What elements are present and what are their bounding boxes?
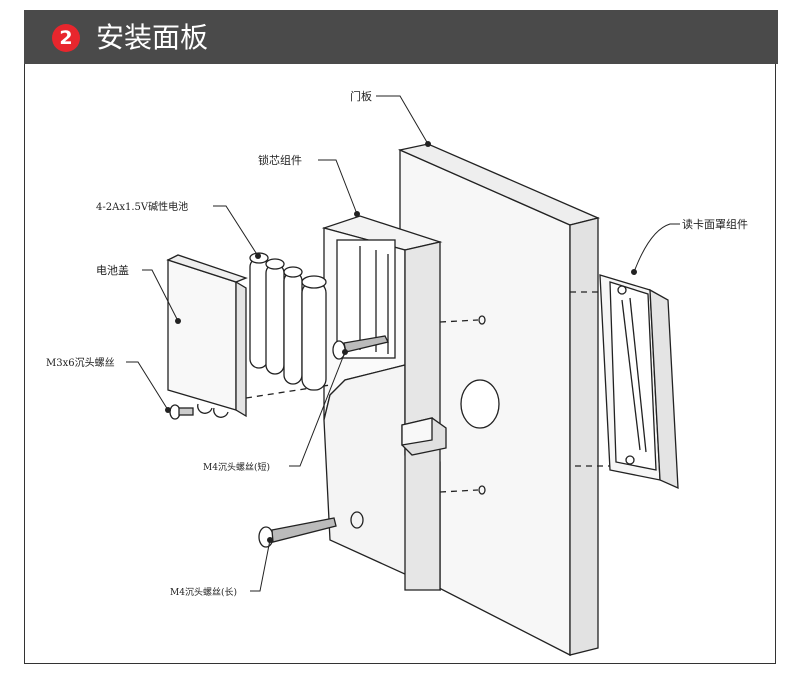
header-bar	[24, 10, 778, 64]
battery-cover	[166, 254, 331, 418]
door-panel	[397, 143, 610, 657]
reader-cover-assembly	[599, 269, 679, 490]
m4-screw-short	[332, 335, 389, 360]
label-screw-m4-short: M4沉头螺丝(短)	[203, 461, 270, 473]
label-battery-cover: 电池盖	[96, 263, 129, 277]
label-screw-m4-long: M4沉头螺丝(长)	[170, 586, 237, 598]
label-batteries: 4-2Ax1.5V碱性电池	[96, 200, 188, 213]
lock-core-assembly	[321, 211, 447, 592]
leader-lines	[126, 95, 680, 592]
label-door-panel: 门板	[350, 89, 372, 103]
step-badge: 2	[52, 24, 80, 52]
battery-pack	[249, 252, 327, 391]
diagram-frame	[24, 64, 776, 664]
label-screw-m3: M3x6沉头螺丝	[46, 356, 115, 369]
page-title: 安装面板	[96, 21, 209, 54]
m3-screw	[169, 404, 194, 420]
label-reader-cover: 读卡面罩组件	[682, 217, 748, 231]
label-lock-core: 锁芯组件	[258, 153, 302, 167]
